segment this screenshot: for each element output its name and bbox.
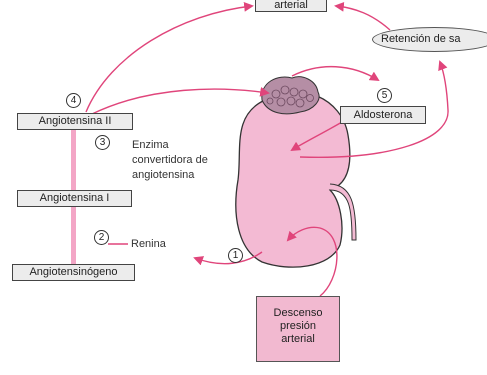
aldosterona-label: Aldosterona <box>354 109 413 121</box>
retencion-oval: Retención de sa <box>372 27 487 52</box>
descenso-line-3: arterial <box>257 333 339 346</box>
kidney-icon <box>236 92 350 267</box>
angiotensinogeno-label: Angiotensinógeno <box>29 266 117 278</box>
renina-label: Renina <box>131 238 166 250</box>
step-1-marker: 1 <box>228 248 243 263</box>
enzima-label: Enzima convertidora de angiotensina <box>132 138 208 183</box>
arrow-angii-to-presion <box>86 6 252 112</box>
angiotensina-i-label: Angiotensina I <box>40 192 110 204</box>
angiotensina-i-box: Angiotensina I <box>17 190 132 207</box>
presion-arterial-box: arterial <box>255 0 327 12</box>
aldosterona-box: Aldosterona <box>340 106 426 124</box>
angiotensina-ii-label: Angiotensina II <box>39 115 112 127</box>
adrenal-gland-icon <box>262 77 319 114</box>
presion-arterial-label: arterial <box>274 0 308 11</box>
step-5-marker: 5 <box>377 88 392 103</box>
retencion-label: Retención de sa <box>381 33 461 45</box>
descenso-line-2: presión <box>257 320 339 333</box>
descenso-presion-box: Descenso presión arterial <box>256 296 340 362</box>
angiotensinogeno-box: Angiotensinógeno <box>12 264 135 281</box>
angiotensina-ii-box: Angiotensina II <box>17 113 133 130</box>
enzima-line-2: convertidora de <box>132 153 208 168</box>
enzima-line-3: angiotensina <box>132 168 208 183</box>
enzima-line-1: Enzima <box>132 138 208 153</box>
arrow-angii-to-adrenal <box>92 89 268 114</box>
arrow-retencion-to-presion <box>336 6 390 30</box>
descenso-line-1: Descenso <box>257 307 339 320</box>
step-4-marker: 4 <box>66 93 81 108</box>
step-2-marker: 2 <box>94 230 109 245</box>
step-3-marker: 3 <box>95 135 110 150</box>
